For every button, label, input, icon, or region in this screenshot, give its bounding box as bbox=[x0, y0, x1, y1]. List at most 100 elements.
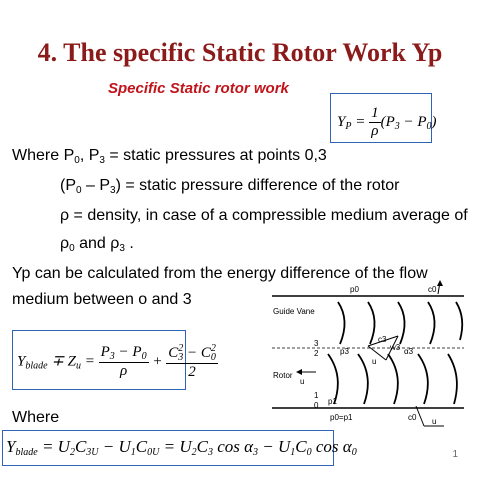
where-line2-rest: ) = static pressure difference of the ro… bbox=[115, 177, 400, 194]
blade-f2-b-sup: 2 bbox=[210, 343, 216, 354]
bottom-lhs-sub: blade bbox=[15, 447, 38, 458]
u-arrowhead bbox=[296, 369, 302, 375]
yp-close: ) bbox=[431, 113, 437, 130]
station-2-label: 2 bbox=[314, 349, 319, 358]
where-line4-sub0: 0 bbox=[69, 243, 75, 254]
where-label: Where bbox=[12, 409, 60, 426]
where-line1-sub0: 0 bbox=[74, 155, 80, 166]
blade-lhs-sub: blade bbox=[25, 360, 48, 372]
blade-eq: = bbox=[80, 353, 99, 370]
station-0-label: 0 bbox=[314, 401, 319, 410]
blade-f2-a-sub: 3 bbox=[178, 352, 184, 363]
blade-frac2-den: 2 bbox=[188, 364, 196, 380]
bottom-t2: C bbox=[74, 437, 87, 456]
bottom-t5-sub: 2 bbox=[191, 447, 197, 458]
where-line4-a: ρ bbox=[60, 235, 70, 252]
yp-p3-sub: 3 bbox=[394, 120, 400, 132]
bottom-t7: cos α bbox=[212, 437, 254, 456]
where-line2-mid: – P bbox=[81, 177, 111, 194]
yp-lhs-sub: P bbox=[345, 120, 352, 132]
where-line1-rest: = static pressures at points 0,3 bbox=[104, 147, 327, 164]
yp-paren: (P bbox=[380, 113, 395, 130]
bottom-t5: = U bbox=[159, 437, 192, 456]
blade-f2-a: C bbox=[168, 345, 179, 361]
blade-f1-b-sub: 0 bbox=[141, 351, 147, 362]
bottom-t10: cos α bbox=[311, 437, 352, 456]
bottom-t9-sub: 0 bbox=[306, 447, 312, 458]
c3-label: c3 bbox=[378, 335, 387, 344]
bottom-t6: C bbox=[196, 437, 208, 456]
u-arrow-label: u bbox=[300, 377, 304, 386]
where-line1-sub3: 3 bbox=[99, 155, 105, 166]
c0-label: c0 bbox=[428, 285, 437, 294]
yp-eq: = bbox=[351, 113, 370, 130]
where-line2-open: (P bbox=[60, 177, 76, 194]
blade-frac2-num: C23 − C20 bbox=[166, 343, 218, 364]
blade-cascade-diagram: Guide Vane Rotor p0 c0 p3 c3 u w3 α3 3 2… bbox=[272, 280, 464, 427]
blade-lhs: Y bbox=[17, 353, 26, 370]
station-1-label: 1 bbox=[314, 391, 319, 400]
where-line4-c: . bbox=[124, 235, 134, 252]
velocity-triangle-top bbox=[367, 335, 399, 361]
bottom-t1: = U bbox=[37, 437, 70, 456]
where-line4-sub3: 3 bbox=[119, 243, 125, 254]
u-bottom-label: u bbox=[432, 417, 436, 426]
yp-minus: − P bbox=[399, 113, 427, 130]
p0-p1-label: p0=p1 bbox=[330, 413, 353, 422]
slide-subtitle: Specific Static rotor work bbox=[108, 80, 289, 97]
page-number: 1 bbox=[452, 449, 458, 460]
velocity-triangle-bottom bbox=[415, 405, 444, 427]
where-line4-b: and ρ bbox=[74, 235, 120, 252]
bottom-t4: C bbox=[135, 437, 148, 456]
bottom-t10-sub: 0 bbox=[351, 447, 357, 458]
bottom-t8-sub: 1 bbox=[290, 447, 296, 458]
where-line2-sub3: 3 bbox=[110, 185, 116, 196]
bottom-t9: C bbox=[295, 437, 307, 456]
guide-vane-label: Guide Vane bbox=[273, 307, 315, 316]
blade-z-sub: u bbox=[75, 360, 81, 372]
bottom-t7-sub: 3 bbox=[253, 447, 259, 458]
c0-bottom-label: c0 bbox=[408, 413, 417, 422]
yp-calc-line-1: Yp can be calculated from the energy dif… bbox=[12, 265, 428, 282]
blade-op: ∓ Z bbox=[47, 353, 76, 370]
bottom-t6-sub: 3 bbox=[207, 447, 213, 458]
where-line-1: Where P0, P3 = static pressures at point… bbox=[12, 146, 327, 171]
blade-frac1-den: ρ bbox=[119, 363, 128, 379]
p3-label: p3 bbox=[340, 347, 349, 356]
yp-frac-num: 1 bbox=[369, 105, 381, 123]
bottom-lhs: Y bbox=[6, 437, 16, 456]
p0-label: p0 bbox=[350, 285, 359, 294]
where-line1-lead: Where P bbox=[12, 147, 75, 164]
where-line1-mid: , P bbox=[79, 147, 100, 164]
guide-vanes bbox=[337, 301, 464, 345]
blade-f1-a: P bbox=[100, 344, 110, 360]
blade-f1-a-sub: 3 bbox=[109, 351, 115, 362]
blade-f2-a-sup: 2 bbox=[178, 343, 184, 354]
bottom-t8: − U bbox=[258, 437, 291, 456]
slide-title: 4. The specific Static Rotor Work Yp bbox=[37, 38, 443, 67]
yp-frac-den: ρ bbox=[371, 123, 379, 139]
where-line-4: ρ0 and ρ3 . bbox=[60, 234, 134, 259]
blade-f1-b: − P bbox=[114, 344, 142, 360]
bottom-t1-sub: 2 bbox=[69, 447, 75, 458]
blade-f2-b-sub: 0 bbox=[210, 352, 216, 363]
where-line-2: (P0 – P3) = static pressure difference o… bbox=[60, 176, 399, 201]
station-3-label: 3 bbox=[314, 339, 319, 348]
c0-arrowhead bbox=[437, 280, 443, 286]
yp-calc-line-2: medium between o and 3 bbox=[12, 291, 192, 308]
u-label-top: u bbox=[372, 357, 376, 366]
bottom-t2-sub: 3U bbox=[86, 447, 99, 458]
rotor-label: Rotor bbox=[273, 371, 293, 380]
formula-bottom-box: Yblade = U2C3U − U1C0U = U2C3 cos α3 − U… bbox=[2, 430, 357, 466]
yp-lhs: Y bbox=[337, 113, 346, 130]
where-line-3: ρ = density, in case of a compressible m… bbox=[60, 207, 468, 224]
alpha3-label: α3 bbox=[404, 347, 414, 356]
bottom-t4-sub: 0U bbox=[147, 447, 160, 458]
blade-fraction-1: P3 − P0 ρ bbox=[98, 344, 149, 380]
p1-label: p1 bbox=[328, 397, 337, 406]
blade-f2-b: − C bbox=[183, 345, 211, 361]
